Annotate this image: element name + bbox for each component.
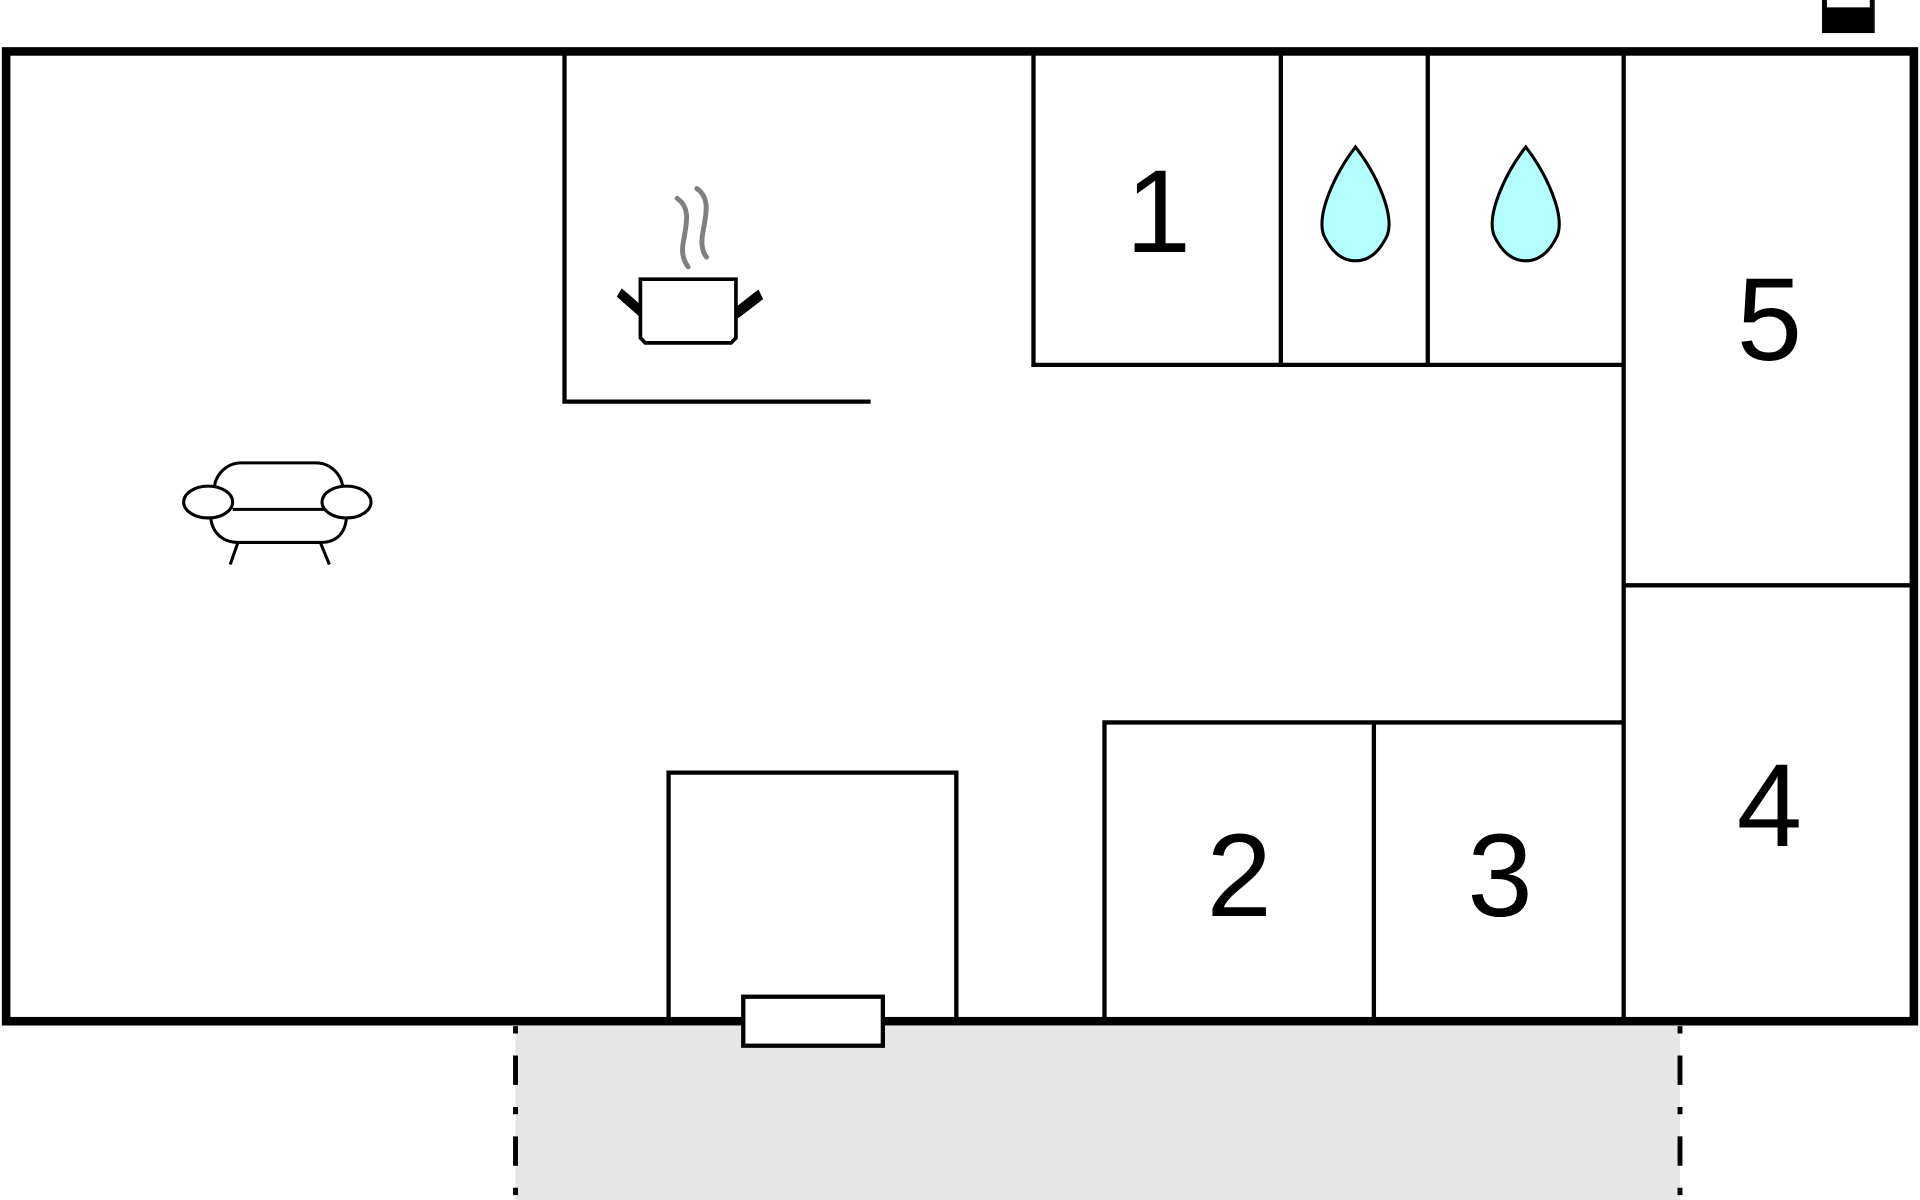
north-marker-icon: [1822, 0, 1875, 34]
water-drop-icon: [1490, 144, 1561, 263]
room-4-label: 4: [1737, 740, 1802, 871]
room-3-label: 3: [1467, 810, 1532, 941]
room-5-label: 5: [1737, 254, 1802, 385]
room-2-label: 2: [1206, 810, 1271, 941]
water-drop-icon: [1320, 144, 1391, 263]
terrace: [513, 1026, 1683, 1200]
door-icon: [741, 994, 885, 1048]
sofa-icon: [182, 461, 373, 566]
room-1-label: 1: [1126, 146, 1191, 277]
outer-wall: [1, 47, 1919, 1026]
cooking-pot-icon: [616, 186, 764, 345]
interior-walls: [562, 51, 1914, 1022]
